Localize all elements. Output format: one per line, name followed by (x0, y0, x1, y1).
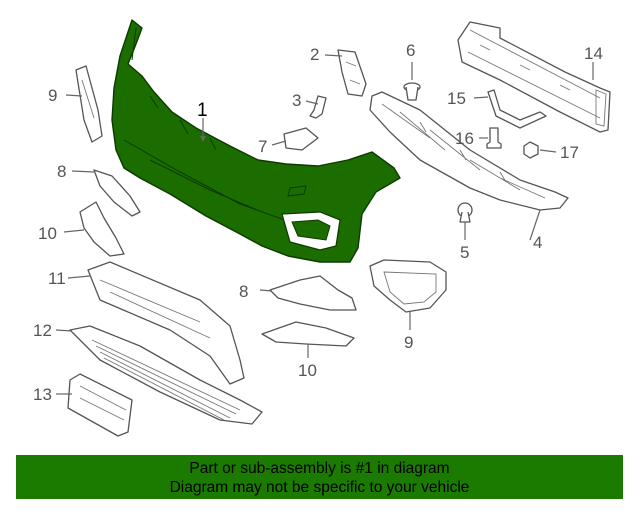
callout-8-left[interactable]: 8 (57, 162, 66, 181)
callout-9-right[interactable]: 9 (404, 333, 413, 352)
callout-3[interactable]: 3 (292, 91, 301, 110)
callout-17[interactable]: 17 (560, 143, 579, 162)
callout-8-right[interactable]: 8 (239, 282, 248, 301)
callout-4[interactable]: 4 (533, 233, 542, 252)
callout-9-left[interactable]: 9 (48, 86, 57, 105)
callout-labels: 1 2 3 4 5 6 7 8 8 9 9 10 10 11 12 13 14 … (33, 41, 603, 404)
fastener-part[interactable] (403, 82, 421, 101)
reinforcement-beam-part[interactable] (457, 21, 611, 133)
tow-hook-cover-part[interactable] (283, 127, 319, 151)
callout-12[interactable]: 12 (33, 321, 52, 340)
nut-part[interactable] (523, 141, 539, 159)
clip-part[interactable] (309, 95, 327, 119)
side-bracket-left-part[interactable] (93, 169, 141, 217)
corner-trim-right-part[interactable] (261, 321, 355, 347)
callout-10-left[interactable]: 10 (38, 224, 57, 243)
info-banner: Part or sub-assembly is #1 in diagram Di… (16, 455, 623, 499)
license-plate-bracket-part[interactable] (67, 373, 133, 437)
banner-line-1: Part or sub-assembly is #1 in diagram (189, 460, 450, 477)
callout-15[interactable]: 15 (447, 89, 466, 108)
callout-5[interactable]: 5 (460, 243, 469, 262)
fog-lamp-grille-part[interactable] (369, 259, 447, 313)
push-retainer-part[interactable] (457, 202, 473, 223)
callout-6[interactable]: 6 (406, 41, 415, 60)
banner-line-2: Diagram may not be specific to your vehi… (169, 479, 470, 496)
bolt-part[interactable] (486, 127, 502, 149)
callout-2[interactable]: 2 (310, 45, 319, 64)
callout-13[interactable]: 13 (33, 385, 52, 404)
side-trim-part[interactable] (75, 65, 103, 143)
bumper-cover-part[interactable] (111, 19, 401, 263)
lower-support-part[interactable] (87, 261, 245, 385)
beam-bracket-part[interactable] (487, 89, 547, 129)
lower-grille-part[interactable] (69, 325, 263, 425)
leader-lines (55, 54, 594, 395)
bracket-part[interactable] (337, 49, 367, 97)
callout-14[interactable]: 14 (584, 44, 603, 63)
callout-1[interactable]: 1 (197, 100, 208, 121)
corner-trim-left-part[interactable] (79, 201, 125, 257)
side-bracket-right-part[interactable] (269, 275, 357, 311)
callout-16[interactable]: 16 (455, 129, 474, 148)
callout-10-right[interactable]: 10 (298, 361, 317, 380)
callout-11[interactable]: 11 (48, 269, 66, 288)
callout-7[interactable]: 7 (258, 137, 267, 156)
energy-absorber-part[interactable] (369, 91, 569, 211)
